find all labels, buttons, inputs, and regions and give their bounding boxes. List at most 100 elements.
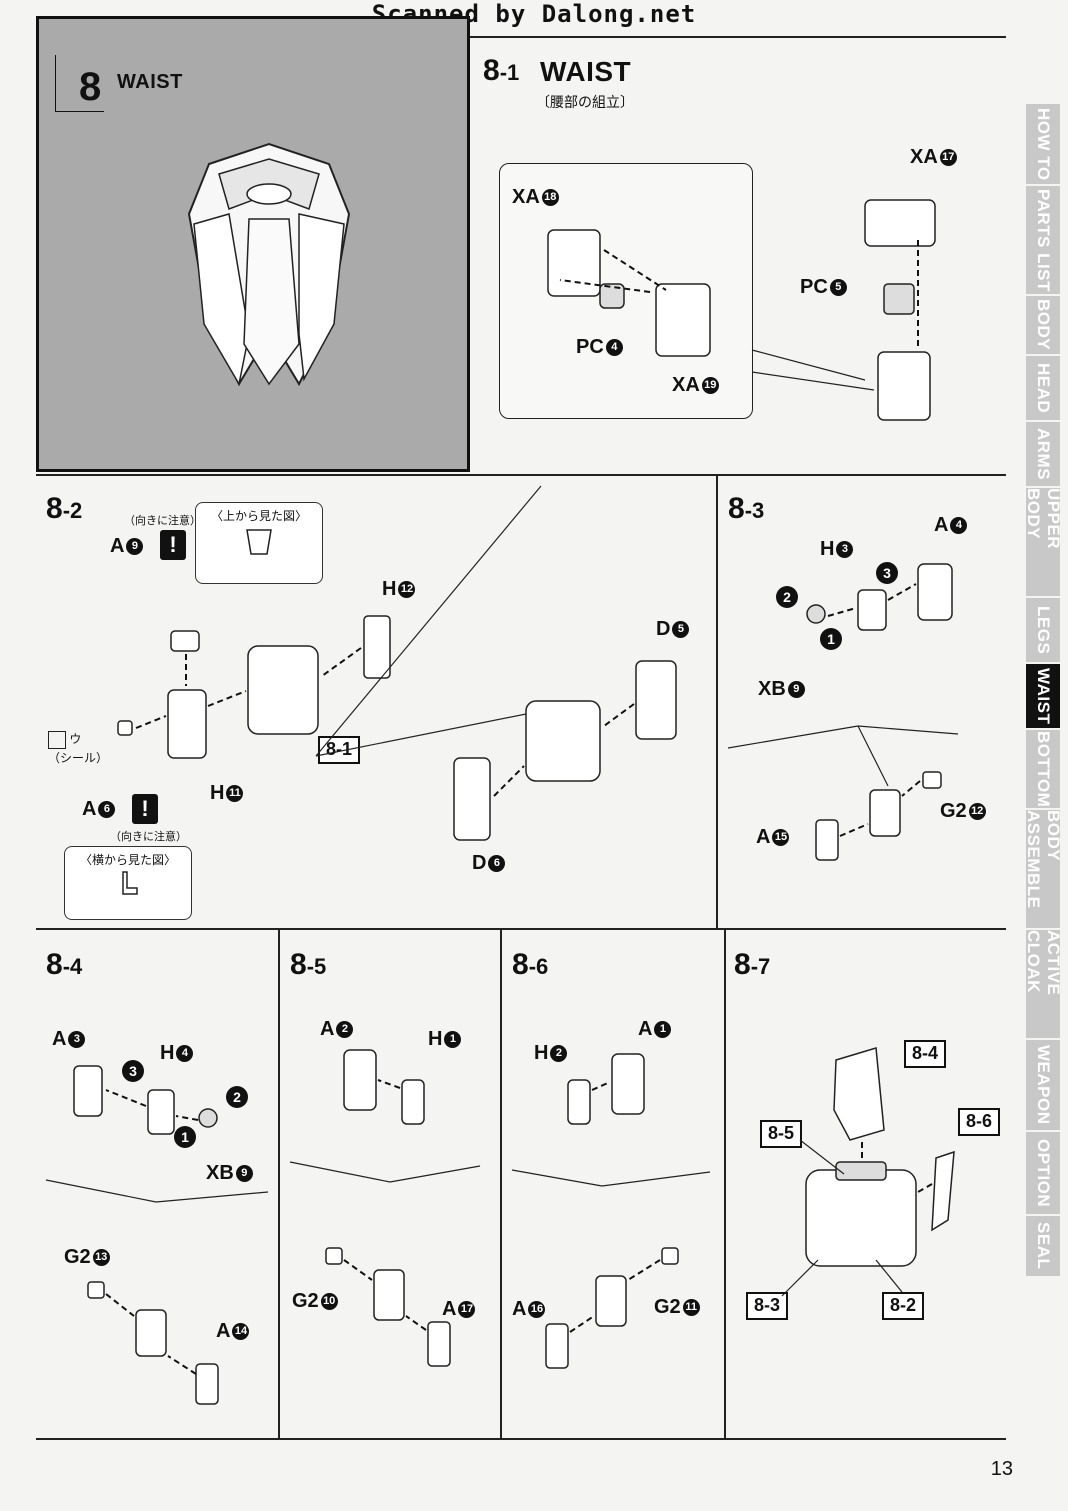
part-h2-code: H [534, 1042, 549, 1064]
tab-arms[interactable]: ARMS [1026, 422, 1060, 488]
tab-upper-body[interactable]: UPPER BODY [1024, 488, 1063, 598]
step-8-3-number: 8 [728, 492, 745, 525]
col-divider-85 [278, 930, 280, 1438]
part-a3-code: A [52, 1028, 67, 1050]
step-8-6-diagram [511, 1053, 711, 1369]
top-view-label: 〈上から見た図〉 [210, 509, 307, 523]
tab-seal[interactable]: SEAL [1026, 1216, 1060, 1278]
part-h4-num: 4 [176, 1045, 194, 1063]
top-view-note: 〈上から見た図〉 [195, 502, 323, 584]
part-a6-num: 6 [98, 801, 116, 819]
part-a3-num: 3 [68, 1031, 86, 1049]
ref-8-5: 8-5 [760, 1120, 803, 1148]
tab-parts-list[interactable]: PARTS LIST [1026, 186, 1060, 296]
part-h1-num: 1 [444, 1031, 462, 1049]
part-h1-code: H [428, 1028, 443, 1050]
part-h12-code: H [382, 578, 397, 600]
part-g2-11-code: G2 [654, 1296, 681, 1318]
tab-waist[interactable]: WAIST [1026, 664, 1060, 730]
step-8-7-diagram [781, 1047, 955, 1297]
step-8-4-label: 8-4 [46, 950, 82, 980]
part-xa18-num: 18 [541, 189, 559, 207]
step-8-5-sub: -5 [306, 954, 327, 979]
step-8-3-sub: -3 [744, 498, 765, 523]
sticker-note: ウ （シール） [48, 730, 108, 766]
ref-8-3: 8-3 [746, 1292, 789, 1320]
order-1-84: 1 [174, 1126, 196, 1148]
step-badge-frame [55, 55, 104, 112]
step-8-5-diagram [289, 1049, 481, 1367]
part-a14-code: A [216, 1320, 231, 1342]
step-8-3-label: 8-3 [728, 494, 764, 524]
step-8-6-label: 8-6 [512, 950, 548, 980]
tab-weapon[interactable]: WEAPON [1026, 1040, 1060, 1132]
step-8-2-number: 8 [46, 492, 63, 525]
ref-8-4: 8-4 [904, 1040, 947, 1068]
part-h2-num: 2 [550, 1045, 568, 1063]
main-step-title: WAIST [117, 71, 183, 93]
part-a14-num: 14 [232, 1323, 250, 1341]
tab-body-assemble[interactable]: BODY ASSEMBLE [1024, 810, 1063, 930]
caution-mark-bottom: ! [132, 794, 158, 824]
step-8-5-label: 8-5 [290, 950, 326, 980]
tab-head[interactable]: HEAD [1026, 356, 1060, 422]
part-xa19-code: XA [672, 374, 700, 396]
part-pc4-code: PC [576, 336, 604, 358]
part-a4-num: 4 [950, 517, 968, 535]
step-8-5-number: 8 [290, 948, 307, 981]
col-divider-87 [724, 930, 726, 1438]
part-xa18-code: XA [512, 186, 540, 208]
tab-active-cloak[interactable]: ACTIVE CLOAK [1024, 930, 1063, 1040]
part-d6-num: 6 [488, 855, 506, 873]
step-8-4-sub: -4 [62, 954, 83, 979]
step-8-4-number: 8 [46, 948, 63, 981]
bottom-rule [36, 1438, 1006, 1440]
part-xa19-num: 19 [701, 377, 719, 395]
step-8-7-sub: -7 [750, 954, 771, 979]
ref-8-6: 8-6 [958, 1108, 1001, 1136]
part-h4-code: H [160, 1042, 175, 1064]
step-8-2-sub: -2 [62, 498, 83, 523]
order-2-84: 2 [226, 1086, 248, 1108]
part-xb9-num: 9 [787, 681, 805, 699]
step-8-1-jp: 〔腰部の組立〕 [536, 94, 634, 110]
part-xa17-code: XA [910, 146, 938, 168]
step-8-7-label: 8-7 [734, 950, 770, 980]
page-number: 13 [990, 1458, 1013, 1480]
part-pc4-num: 4 [605, 339, 623, 357]
top-rule [470, 36, 1006, 38]
sticker-code: ウ [69, 732, 82, 746]
step-8-3-diagram [727, 563, 959, 861]
tab-bottom[interactable]: BOTTOM [1026, 730, 1060, 810]
part-a16-code: A [512, 1298, 527, 1320]
step-8-1-title: WAIST [540, 56, 632, 87]
col-divider-83 [716, 476, 718, 928]
part-g2-13-num: 13 [92, 1249, 110, 1267]
part-h3-code: H [820, 538, 835, 560]
tab-option[interactable]: OPTION [1026, 1132, 1060, 1216]
part-h3-num: 3 [836, 541, 854, 559]
part-g2-10-code: G2 [292, 1290, 319, 1312]
top-view-shape [246, 529, 272, 555]
ref-8-1: 8-1 [318, 736, 361, 764]
tab-body[interactable]: BODY [1026, 296, 1060, 356]
tab-legs[interactable]: LEGS [1026, 598, 1060, 664]
tab-how-to[interactable]: HOW TO [1026, 104, 1060, 186]
step-8-4-diagram [45, 1065, 269, 1405]
row-divider-2 [36, 928, 1006, 930]
row-divider-1 [36, 474, 1006, 476]
